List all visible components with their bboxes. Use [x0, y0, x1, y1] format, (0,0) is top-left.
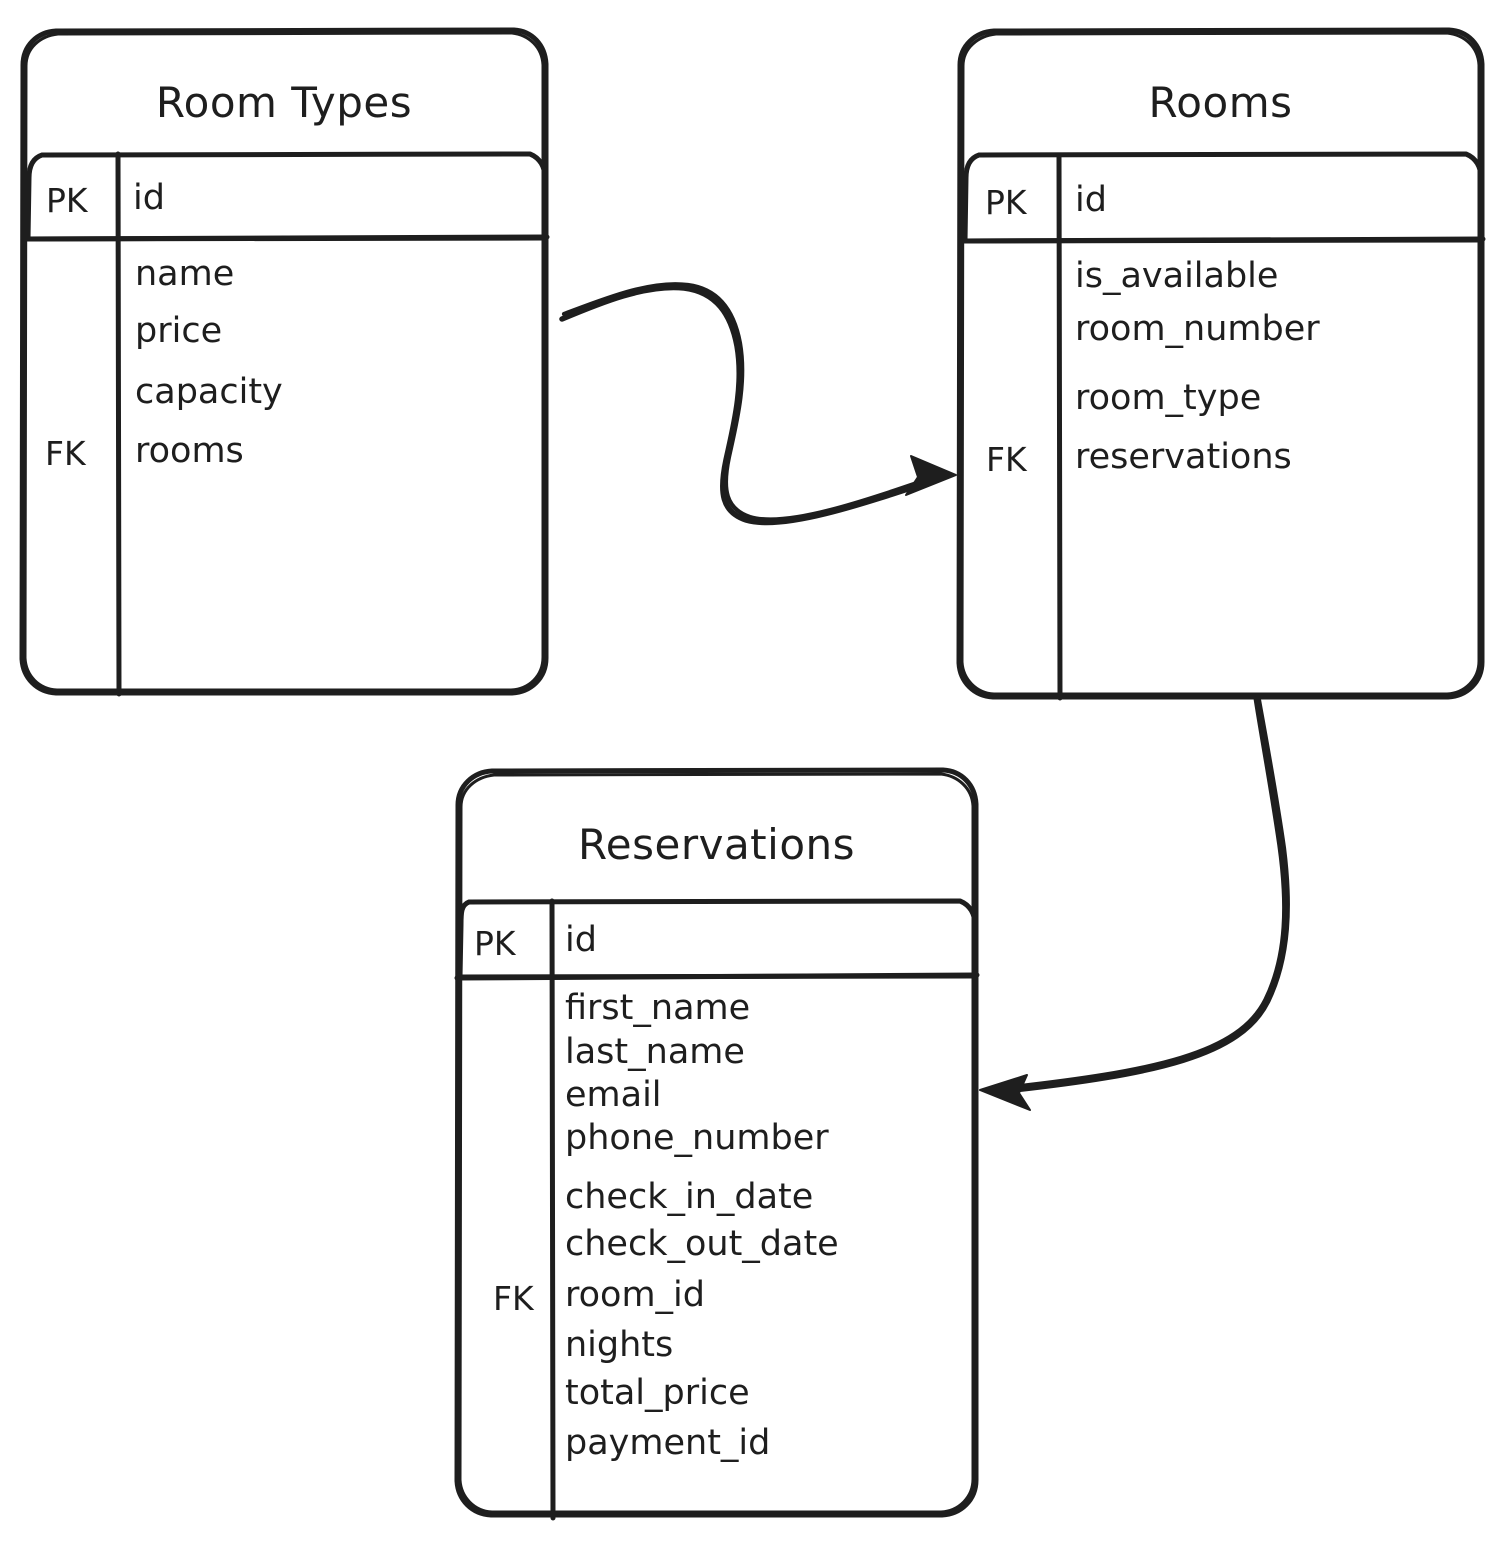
key-header-outline: [25, 151, 548, 242]
field-room-types-rooms: rooms: [135, 431, 244, 471]
entity-title-reservations: Reservations: [577, 820, 856, 869]
field-reservations-check-in-date: check_in_date: [565, 1177, 814, 1217]
field-reservations-room-id: room_id: [565, 1275, 705, 1315]
entity-rooms[interactable]: Rooms PK id is_available room_number roo…: [956, 27, 1486, 701]
entity-outline: [956, 27, 1485, 700]
field-rooms-id: id: [1075, 180, 1107, 220]
fk-label-reservations: FK: [493, 1279, 534, 1318]
field-rooms-room-number: room_number: [1075, 309, 1320, 349]
field-reservations-last-name: last_name: [565, 1032, 745, 1072]
field-reservations-nights: nights: [565, 1325, 674, 1365]
field-reservations-total-price: total_price: [565, 1373, 750, 1413]
entity-outline: [19, 27, 549, 696]
field-reservations-check-out-date: check_out_date: [565, 1224, 839, 1264]
field-rooms-reservations: reservations: [1075, 437, 1292, 477]
field-reservations-first-name: first_name: [565, 988, 751, 1028]
entity-title-rooms: Rooms: [1148, 78, 1293, 127]
field-rooms-room-type: room_type: [1075, 378, 1262, 418]
key-header-outline: [457, 898, 978, 980]
fk-label-rooms: FK: [986, 440, 1027, 479]
field-room-types-id: id: [133, 178, 165, 218]
fk-label-room-types: FK: [45, 434, 86, 473]
field-room-types-name: name: [135, 254, 235, 294]
pk-label-room-types: PK: [46, 181, 88, 220]
field-reservations-id: id: [565, 920, 597, 960]
entity-title-room-types: Room Types: [155, 78, 413, 127]
column-divider: [549, 898, 556, 1521]
pk-label-reservations: PK: [474, 924, 516, 963]
field-reservations-email: email: [565, 1075, 662, 1115]
pk-label-rooms: PK: [985, 183, 1027, 222]
column-divider: [1056, 152, 1063, 701]
entity-room-types[interactable]: Room Types PK id name price capacity roo…: [19, 27, 550, 697]
key-header-outline: [962, 151, 1484, 244]
field-rooms-is-available: is_available: [1075, 256, 1279, 296]
entity-reservations[interactable]: Reservations PK id first_name last_name …: [454, 767, 980, 1521]
arrowhead-reservations: [979, 1074, 1031, 1111]
arrowhead-rooms: [905, 455, 957, 496]
column-divider: [115, 151, 122, 697]
field-room-types-price: price: [135, 311, 223, 351]
field-reservations-phone-number: phone_number: [565, 1118, 829, 1158]
field-room-types-capacity: capacity: [135, 372, 283, 412]
relationship-room-types-to-rooms: [559, 282, 957, 526]
relationship-rooms-to-reservations: [979, 694, 1290, 1111]
field-reservations-payment-id: payment_id: [565, 1423, 771, 1463]
